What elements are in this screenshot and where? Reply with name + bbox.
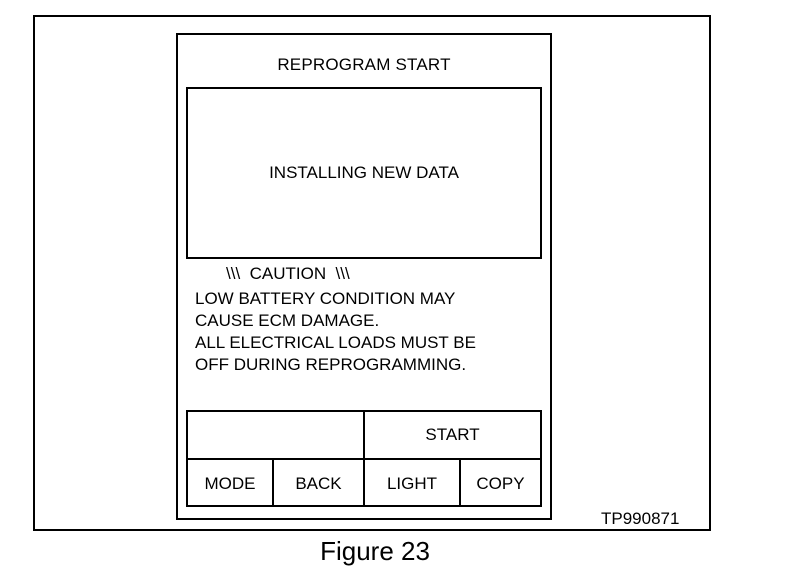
message-panel: INSTALLING NEW DATA [186,87,542,259]
caution-line: CAUSE ECM DAMAGE. [195,311,380,330]
screen-title: REPROGRAM START [277,55,451,74]
softkey-divider [363,412,365,505]
start-button[interactable]: START [425,425,480,444]
softkey-panel: START MODE BACK LIGHT COPY [186,410,542,507]
softkey-divider [272,458,274,507]
copy-button[interactable]: COPY [476,473,525,493]
caution-heading: \\\ CAUTION \\\ [226,264,350,283]
figure-id: TP990871 [601,509,680,528]
caution-line: ALL ELECTRICAL LOADS MUST BE [195,333,476,352]
figure-frame [33,15,711,531]
softkey-divider [459,458,461,507]
status-message: INSTALLING NEW DATA [269,163,459,182]
figure-caption: Figure 23 [320,536,430,566]
mode-button[interactable]: MODE [204,473,256,493]
softkey-blank[interactable] [188,412,363,458]
light-button[interactable]: LIGHT [386,473,438,493]
caution-line: OFF DURING REPROGRAMMING. [195,355,467,374]
back-button[interactable]: BACK [295,473,342,493]
scan-tool-display: REPROGRAM START INSTALLING NEW DATA \\\ … [176,33,552,520]
caution-line: LOW BATTERY CONDITION MAY [195,289,456,308]
